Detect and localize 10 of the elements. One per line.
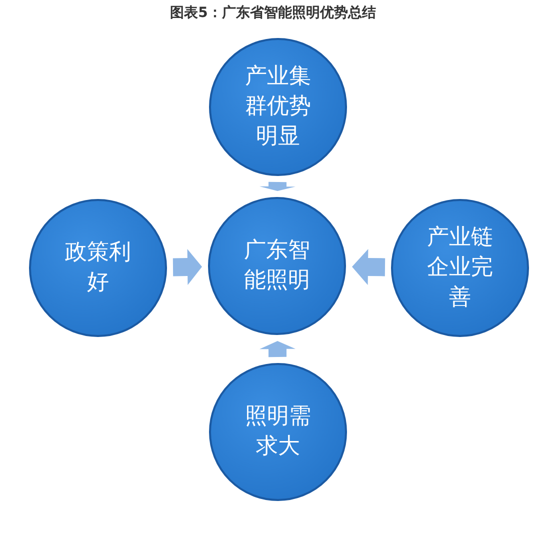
block-arrow	[172, 249, 202, 285]
node-label: 照明需求大	[244, 403, 312, 461]
node-label: 广东智能照明	[243, 237, 311, 295]
block-arrow	[352, 249, 386, 285]
diagram-title: 图表5：广东省智能照明优势总结	[169, 4, 377, 22]
node-label: 产业集群优势明显	[244, 63, 312, 151]
block-arrow	[260, 341, 296, 358]
block-arrow	[260, 182, 296, 191]
node-label: 产业链企业完善	[426, 224, 494, 312]
node-label: 政策利好	[64, 239, 132, 297]
